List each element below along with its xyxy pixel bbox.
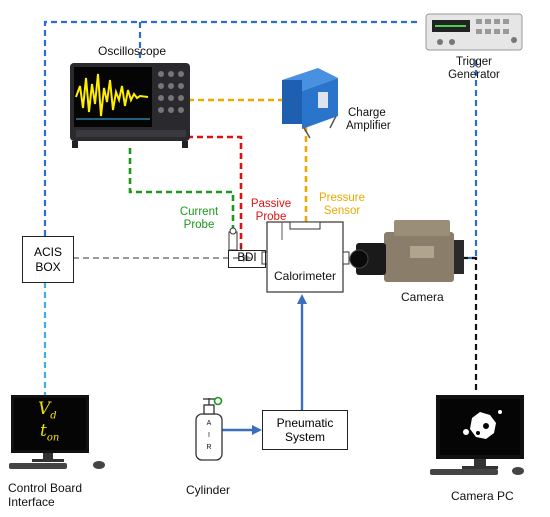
trigger-connection-lines — [43, 20, 478, 260]
pneumatic-system-box: Pneumatic System — [262, 410, 348, 450]
cylinder-letters: A I R — [205, 418, 213, 454]
acis-box: ACIS BOX — [22, 236, 74, 283]
camera-device — [349, 220, 464, 282]
pressure-sensor-label: Pressure Sensor — [314, 192, 370, 218]
screen-ton: ton — [40, 421, 60, 444]
camera-pc-monitor — [430, 395, 524, 475]
passive-probe-line — [177, 135, 243, 250]
screen-ton-subscript: on — [46, 432, 60, 444]
bdi-label: BDI — [237, 252, 257, 265]
trigger-generator-device — [425, 13, 523, 51]
charge-amplifier-label-line1: Charge — [348, 107, 386, 119]
passive-probe-label-line1: Passive — [250, 198, 292, 210]
oscilloscope-label: Oscilloscope — [98, 44, 167, 58]
acis-box-label-line1: ACIS — [33, 245, 62, 260]
control-board-monitor — [9, 395, 105, 469]
pressure-sensor-label-line1: Pressure — [318, 192, 366, 204]
cylinder-letter-a: A — [206, 420, 212, 427]
pneumatic-system-label-line1: Pneumatic — [276, 415, 334, 430]
pressure-sensor-label-line2: Sensor — [323, 205, 361, 218]
current-probe-label-line2: Probe — [183, 219, 215, 232]
cylinder-letter-i: I — [208, 432, 210, 439]
screen-vd-subscript: d — [50, 410, 57, 422]
oscilloscope-device — [70, 63, 190, 148]
cylinder-label: Cylinder — [186, 483, 231, 497]
calorimeter-chamber — [261, 221, 350, 293]
screen-ton-symbol: t — [40, 421, 47, 441]
screen-vd-symbol: V — [38, 399, 51, 419]
calorimeter-label: Calorimeter — [273, 269, 336, 283]
charge-amplifier-label: Charge Amplifier — [346, 107, 391, 133]
probe-connector — [228, 227, 242, 251]
bdi-label-box: BDI — [228, 250, 266, 268]
acis-box-label-line2: BOX — [35, 259, 61, 274]
passive-probe-label: Passive Probe — [248, 198, 294, 224]
trigger-generator-label-line1: Trigger — [456, 56, 492, 68]
current-probe-label: Current Probe — [174, 206, 224, 232]
camera-pc-label: Camera PC — [451, 489, 514, 503]
charge-amplifier-label-line2: Amplifier — [346, 120, 391, 133]
cylinder-device — [195, 396, 223, 461]
cylinder-letter-r: R — [206, 444, 212, 451]
screen-vd: Vd — [38, 399, 57, 422]
control-board-label-line2: Interface — [8, 494, 55, 509]
pneumatic-calorimeter-arrowhead — [297, 294, 307, 304]
control-board-label-line1: Control Board — [8, 481, 83, 495]
control-board-label: Control Board Interface — [8, 481, 83, 510]
cylinder-pneumatic-arrowhead — [252, 425, 262, 435]
pneumatic-system-label-line2: System — [284, 430, 325, 444]
camera-label: Camera — [401, 290, 444, 304]
charge-amplifier-device — [282, 68, 338, 139]
current-probe-line — [128, 148, 235, 232]
trigger-generator-label-line2: Generator — [448, 69, 500, 82]
passive-probe-label-line2: Probe — [255, 211, 287, 224]
trigger-generator-label: Trigger Generator — [444, 56, 504, 82]
acis-bdi-arrowhead — [243, 254, 252, 262]
current-probe-label-line1: Current — [179, 206, 219, 218]
camera-pc-line — [462, 256, 478, 392]
